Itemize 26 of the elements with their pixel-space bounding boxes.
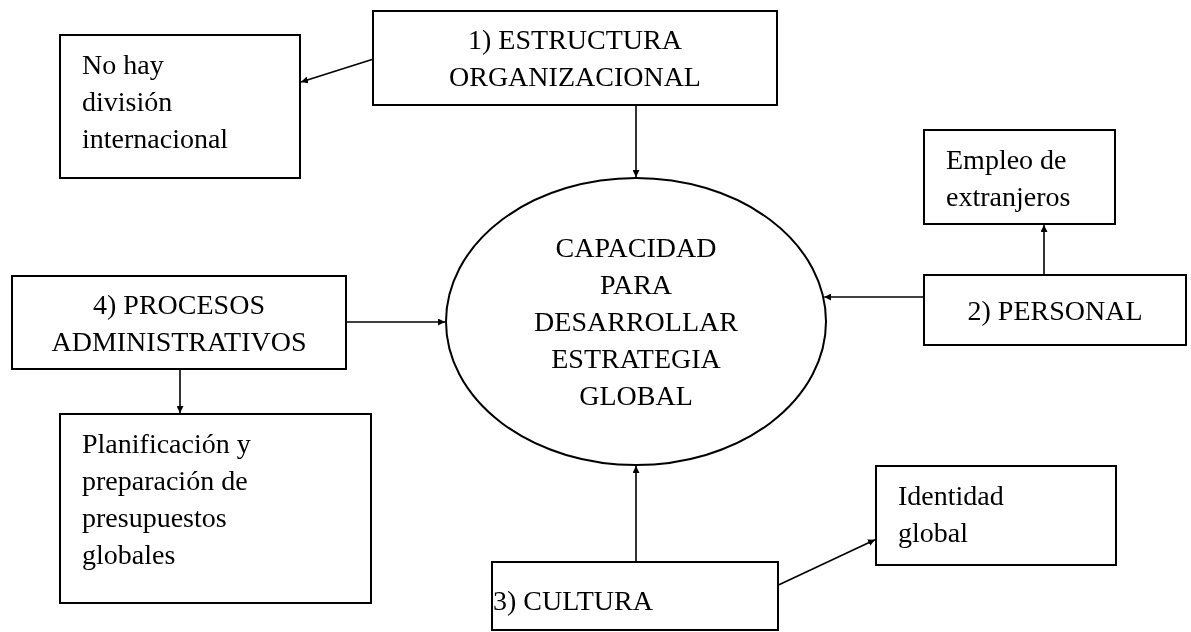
process-box [923, 129, 1116, 225]
process-box [11, 275, 347, 370]
node-label: Identidad global [898, 479, 1005, 550]
node-label: Empleo de extranjeros [946, 143, 1072, 214]
process-box [875, 465, 1117, 566]
node-label: CAPACIDAD PARA DESARROLLAR ESTRATEGIA GLOBAL [533, 231, 739, 413]
arrow [778, 538, 876, 586]
arrow [176, 369, 184, 414]
process-box [491, 561, 779, 631]
process-box [59, 413, 372, 604]
arrow [632, 105, 640, 178]
arrow [632, 465, 640, 562]
node-label: 4) PROCESOS ADMINISTRATIVOS [50, 287, 308, 359]
node-label: 2) PERSONAL [967, 293, 1143, 328]
process-box [372, 10, 778, 106]
process-box [59, 34, 301, 179]
arrow [300, 58, 373, 84]
arrow [1040, 224, 1048, 275]
arrow [346, 318, 446, 326]
arrow [823, 293, 924, 301]
node-label: 3) CULTURA [493, 583, 653, 618]
node-label: Planificación y preparación de presupuestos globales [82, 427, 252, 572]
central-ellipse [445, 177, 827, 466]
process-box [923, 274, 1187, 346]
node-label: 1) ESTRUCTURA ORGANIZACIONAL [448, 23, 702, 94]
node-label: No hay división internacional [82, 48, 230, 156]
